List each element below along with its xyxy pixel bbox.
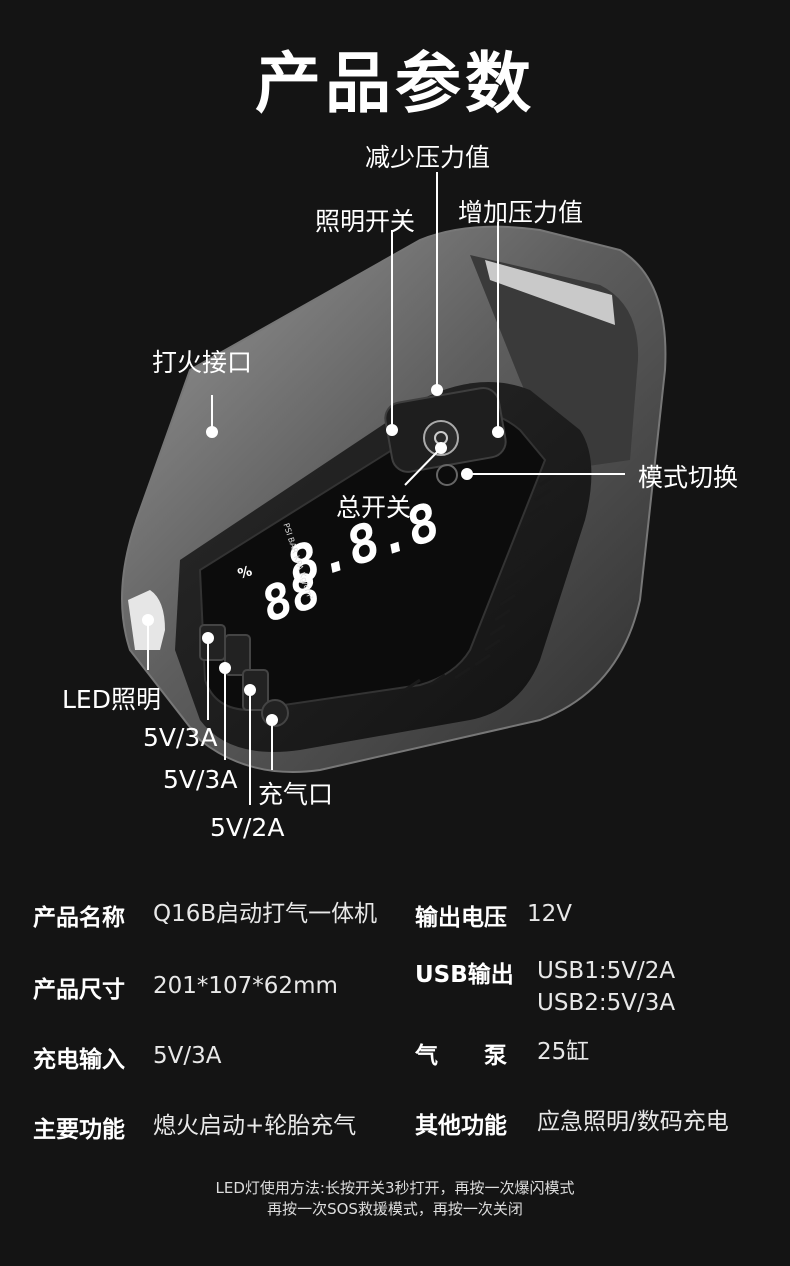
spec-value: 25缸 — [537, 1039, 590, 1065]
callout-air-outlet: 充气口 — [258, 780, 334, 809]
spec-label: 输出电压 — [415, 905, 507, 931]
spec-label: 产品尺寸 — [33, 977, 125, 1003]
callout-light-switch: 照明开关 — [315, 207, 416, 236]
usage-note-line2: 再按一次SOS救援模式，再按一次关闭 — [267, 1200, 523, 1218]
spec-value: 应急照明/数码充电 — [537, 1109, 729, 1135]
device-image — [121, 172, 667, 805]
spec-label: USB输出 — [415, 962, 514, 988]
vent-slots — [404, 473, 556, 692]
control-pad — [384, 386, 507, 486]
callout-main-switch: 总开关 — [336, 493, 412, 522]
spec-label: 气 泵 — [415, 1043, 507, 1069]
spec-value: Q16B启动打气一体机 — [153, 901, 378, 927]
spec-value: USB1:5V/2A USB2:5V/3A — [537, 958, 676, 1016]
spec-label: 主要功能 — [33, 1117, 125, 1143]
callout-lines — [142, 172, 625, 805]
spec-value: 12V — [527, 901, 573, 927]
product-illustration: 8.8.8 88 PSI BAR KPA Kg/cm² % 减少压力值 照明开关… — [0, 130, 790, 850]
spec-value: 5V/3A — [153, 1043, 222, 1069]
mode-button — [436, 464, 458, 486]
spec-value: 201*107*62mm — [153, 973, 338, 999]
spec-label: 产品名称 — [33, 905, 125, 931]
spec-value: 熄火启动+轮胎充气 — [153, 1113, 357, 1139]
usage-note: LED灯使用方法:长按开关3秒打开，再按一次爆闪模式 再按一次SOS救援模式，再… — [0, 1178, 790, 1220]
callout-jump-port: 打火接口 — [152, 348, 253, 377]
callout-increase-pressure: 增加压力值 — [458, 198, 584, 227]
callout-mode-switch: 模式切换 — [638, 463, 739, 492]
usage-note-line1: LED灯使用方法:长按开关3秒打开，再按一次爆闪模式 — [215, 1179, 575, 1197]
callout-led-light: LED照明 — [62, 685, 161, 714]
power-button — [423, 420, 459, 456]
callout-port1: 5V/3A — [143, 723, 218, 752]
page-title: 产品参数 — [255, 45, 535, 122]
callout-port2: 5V/3A — [163, 765, 238, 794]
spec-label: 其他功能 — [415, 1113, 507, 1139]
callout-decrease-pressure: 减少压力值 — [365, 143, 491, 172]
spec-label: 充电输入 — [33, 1047, 125, 1073]
callout-port3: 5V/2A — [210, 813, 285, 842]
